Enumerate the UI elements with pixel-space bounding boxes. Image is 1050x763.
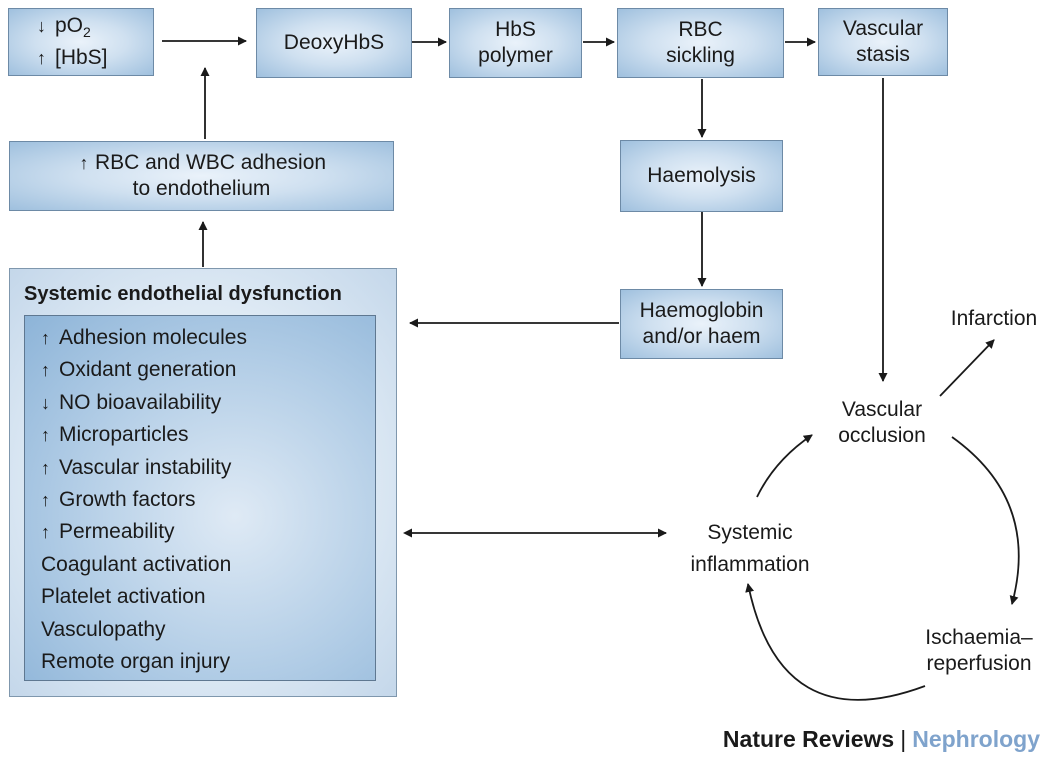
- up-arrow-icon: ↑: [37, 48, 46, 69]
- haemolysis-box: Haemolysis: [620, 140, 783, 212]
- up-arrow-icon: ↑: [79, 153, 89, 173]
- up-arrow-icon: ↑: [41, 360, 50, 381]
- dysfunction-item: Remote organ injury: [41, 649, 231, 673]
- dysfunction-item: Coagulant activation: [41, 552, 232, 576]
- infarction-label: Infarction: [950, 307, 1038, 330]
- dysfunction-item: ↑Microparticles: [41, 419, 247, 451]
- dysfunction-item: ↑Adhesion molecules: [41, 322, 247, 354]
- panel-title: Systemic endothelial dysfunction: [24, 283, 342, 305]
- down-arrow-icon: ↓: [41, 392, 50, 413]
- endothelial-dysfunction-panel: Systemic endothelial dysfunction ↑Adhesi…: [9, 268, 397, 697]
- dysfunction-list: ↑Adhesion molecules↑Oxidant generation↓N…: [41, 322, 247, 678]
- up-arrow-icon: ↑: [41, 328, 50, 348]
- up-arrow-icon: ↑: [41, 489, 50, 510]
- ischaemia-reperfusion-label: Ischaemia– reperfusion: [925, 626, 1033, 675]
- dysfunction-item: ↑Oxidant generation: [41, 354, 247, 386]
- high-hbs-line: ↑[HbS]: [37, 46, 108, 70]
- systemic-inflammation-label: Systemic inflammation: [690, 521, 810, 576]
- low-po2-line: ↓pO2: [37, 13, 91, 41]
- vascular-occlusion-label: Vascular occlusion: [838, 398, 926, 447]
- dysfunction-item: ↑Growth factors: [41, 484, 247, 516]
- journal-credit: Nature Reviews|Nephrology: [722, 726, 1040, 752]
- deoxyhbs-box: DeoxyHbS: [256, 8, 412, 78]
- dysfunction-item: Platelet activation: [41, 585, 206, 609]
- dysfunction-item: ↑Vascular instability: [41, 452, 247, 484]
- up-arrow-icon: ↑: [41, 425, 50, 446]
- down-arrow-icon: ↓: [37, 15, 46, 36]
- dysfunction-item: ↑Permeability: [41, 516, 247, 548]
- adhesion-box: ↑RBC and WBC adhesion to endothelium: [9, 141, 394, 211]
- conditions-box: ↓pO2 ↑[HbS]: [8, 8, 154, 76]
- dysfunction-item: ↓NO bioavailability: [41, 387, 247, 419]
- arrow-ischaemia-to-inflammation: [745, 583, 926, 701]
- up-arrow-icon: ↑: [41, 457, 50, 478]
- dysfunction-list-box: ↑Adhesion molecules↑Oxidant generation↓N…: [24, 315, 376, 681]
- arrow-occlusion-to-infarction: [939, 339, 995, 397]
- arrow-inflammation-to-occlusion: [756, 434, 813, 498]
- arrow-occlusion-to-ischaemia: [951, 436, 1020, 605]
- dysfunction-item: Vasculopathy: [41, 617, 166, 641]
- up-arrow-icon: ↑: [41, 522, 50, 543]
